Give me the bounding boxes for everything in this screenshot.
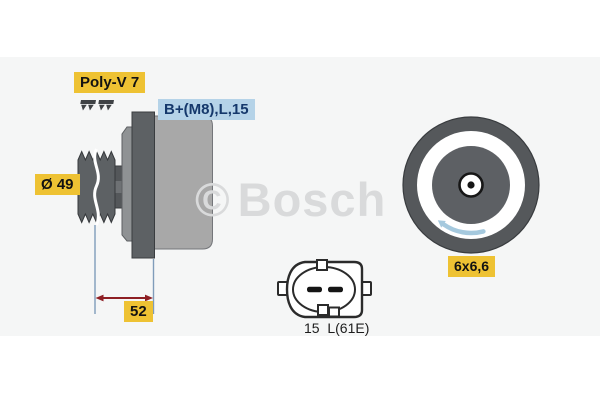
connector-pin-label: 15 L(61E) (304, 320, 370, 336)
connector-bottom-key-left (317, 304, 329, 316)
connector-bottom-key-right (328, 306, 340, 318)
poly-v-label: Poly-V 7 (74, 72, 146, 93)
connector-diagram (277, 259, 372, 319)
pulley-center-dot (467, 181, 475, 189)
belt-profile-icon (80, 100, 114, 111)
bosch-watermark: ©Bosch (195, 176, 386, 223)
connector-top-key (316, 259, 328, 271)
dimension-arrow (95, 294, 153, 302)
pulley-break-line (93, 148, 100, 226)
length-dimension-label: 52 (124, 301, 153, 322)
copyright-icon: © (195, 173, 231, 226)
connector-pin-left (307, 286, 322, 293)
mounting-holes-label: 6x6,6 (448, 256, 496, 277)
pulley-rear-view (402, 116, 540, 254)
watermark-brand-text: Bosch (237, 173, 387, 226)
rotation-arrow-icon (437, 220, 486, 236)
terminal-label: B+(M8),L,15 (158, 99, 255, 120)
connector-pin-right (328, 286, 343, 293)
bearing-shield (121, 126, 134, 242)
shaft-highlight (115, 181, 122, 193)
pulley-diameter-label: Ø 49 (35, 174, 80, 195)
drive-end-bracket (131, 111, 155, 259)
